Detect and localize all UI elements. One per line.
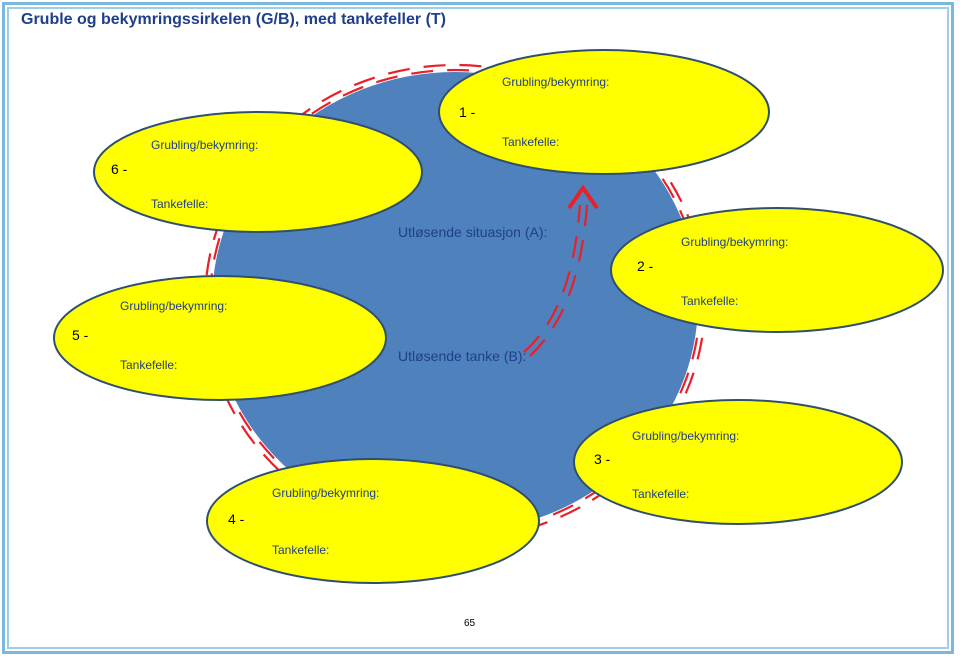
ellipse-3-number: 3 - bbox=[594, 451, 611, 467]
ellipse-3-trap-label: Tankefelle: bbox=[632, 487, 690, 501]
trigger-situation-label: Utløsende situasjon (A): bbox=[398, 224, 548, 240]
ellipse-1-number: 1 - bbox=[459, 104, 476, 120]
ellipse-4-trap-label: Tankefelle: bbox=[272, 543, 330, 557]
ellipse-4 bbox=[206, 458, 540, 584]
ellipse-5-trap-label: Tankefelle: bbox=[120, 358, 178, 372]
ellipse-1 bbox=[438, 49, 770, 175]
page-number: 65 bbox=[464, 618, 476, 629]
arrow-head-icon bbox=[567, 184, 599, 210]
ellipse-6 bbox=[93, 111, 423, 233]
ellipse-4-number: 4 - bbox=[228, 511, 245, 527]
ellipse-3-worry-label: Grubling/bekymring: bbox=[632, 429, 740, 443]
trigger-thought-label: Utløsende tanke (B): bbox=[398, 348, 527, 364]
ellipse-3 bbox=[573, 399, 903, 525]
ellipse-5-number: 5 - bbox=[72, 327, 89, 343]
ellipse-2-number: 2 - bbox=[637, 258, 654, 274]
ellipse-4-worry-label: Grubling/bekymring: bbox=[272, 486, 380, 500]
page-title: Gruble og bekymringssirkelen (G/B), med … bbox=[21, 11, 446, 28]
page-border-outer bbox=[2, 2, 954, 654]
ellipse-1-worry-label: Grubling/bekymring: bbox=[502, 75, 610, 89]
ellipse-6-trap-label: Tankefelle: bbox=[151, 197, 209, 211]
ellipse-6-number: 6 - bbox=[111, 161, 128, 177]
cycle-arrow bbox=[523, 204, 589, 357]
ellipse-2 bbox=[610, 207, 944, 333]
ellipse-5-worry-label: Grubling/bekymring: bbox=[120, 299, 228, 313]
page-border-inner bbox=[7, 7, 949, 649]
ellipse-5 bbox=[53, 275, 387, 401]
ellipse-1-trap-label: Tankefelle: bbox=[502, 135, 560, 149]
ellipse-6-worry-label: Grubling/bekymring: bbox=[151, 138, 259, 152]
ellipse-2-worry-label: Grubling/bekymring: bbox=[681, 235, 789, 249]
ellipse-2-trap-label: Tankefelle: bbox=[681, 294, 739, 308]
